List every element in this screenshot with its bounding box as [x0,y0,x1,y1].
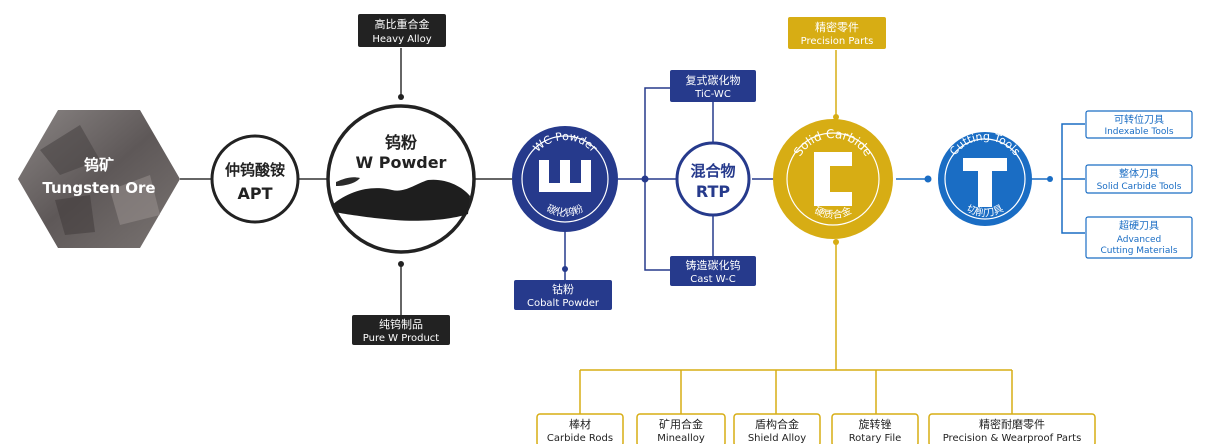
cast-wc-cn: 铸造碳化钨 [686,258,741,272]
solid-carbide-node: Solid Carbide 硬质合金 [773,119,893,239]
product-en: Rotary File [849,433,902,444]
solid-carbide-arc-bottom: 硬质合金 [813,204,854,222]
connector-dot [398,261,404,267]
cutting-tools-arc-bottom: 切削刀具 [965,202,1006,219]
w-powder-node: 钨粉 W Powder [326,104,476,254]
product-en: Minealloy [657,433,705,444]
junction-dot [641,175,649,183]
pure-w-product-box: 纯钨制品 Pure W Product [352,315,450,345]
rtp-label-cn: 混合物 [690,162,735,180]
connector-dot [833,114,839,120]
product-box-minealloy: 矿用合金 Minealloy [636,413,726,444]
tic-wc-cn: 复式碳化物 [686,73,741,87]
tool-type-cn: 整体刀具 [1119,167,1159,180]
product-box-rotary-file: 旋转锉 Rotary File [831,413,919,444]
connector-dot [924,175,932,183]
connector-dot [833,239,839,245]
wc-powder-node: WC Powder 碳化钨粉 [512,126,618,232]
connector-dot [1047,176,1053,182]
rtp-label-en: RTP [696,182,731,201]
connector-dot [562,266,568,272]
cobalt-en: Cobalt Powder [527,298,600,309]
tool-type-advanced: 超硬刀具 Advanced Cutting Materials [1085,216,1193,259]
product-cn: 精密耐磨零件 [979,417,1045,431]
w-powder-label-en: W Powder [356,153,447,172]
product-en: Carbide Rods [547,433,613,444]
cast-wc-en: Cast W-C [690,274,736,285]
heavy-alloy-en: Heavy Alloy [372,34,431,45]
product-box-shield-alloy: 盾构合金 Shield Alloy [733,413,821,444]
main-flow-lines [180,48,512,316]
tool-type-en: Indexable Tools [1104,127,1173,137]
tool-type-en2: Cutting Materials [1100,246,1177,256]
product-box-precision-wearproof: 精密耐磨零件 Precision & Wearproof Parts [928,413,1096,444]
apt-label-en: APT [237,184,272,203]
precision-parts-en: Precision Parts [801,36,874,47]
tool-type-cn: 可转位刀具 [1114,113,1164,126]
svg-text:碳化钨粉: 碳化钨粉 [545,202,586,220]
svg-text:切削刀具: 切削刀具 [965,202,1006,219]
tool-type-solid: 整体刀具 Solid Carbide Tools [1085,164,1193,194]
pure-w-cn: 纯钨制品 [379,318,423,331]
ore-label-en: Tungsten Ore [42,179,155,197]
heavy-alloy-box: 高比重合金 Heavy Alloy [358,14,446,47]
product-cn: 矿用合金 [659,417,703,431]
powder-pile-image [332,179,470,221]
product-cn: 盾构合金 [755,417,799,431]
cutting-tools-node: Cutting Tools 切削刀具 [938,130,1032,226]
tool-type-indexable: 可转位刀具 Indexable Tools [1085,110,1193,139]
tool-type-cn: 超硬刀具 [1119,219,1159,232]
blue-lines [896,123,1085,234]
ore-label-cn: 钨矿 [84,156,114,174]
w-powder-label-cn: 钨粉 [385,133,417,152]
gold-lines [579,50,1013,414]
tool-type-en: Solid Carbide Tools [1097,182,1182,192]
product-box-carbide-rods: 棒材 Carbide Rods [536,413,624,444]
precision-parts-box: 精密零件 Precision Parts [788,17,886,49]
cast-wc-box: 铸造碳化钨 Cast W-C [670,256,756,286]
svg-text:硬质合金: 硬质合金 [813,204,854,222]
product-en: Precision & Wearproof Parts [943,433,1082,444]
t-glyph-icon [963,158,1007,207]
tic-wc-en: TiC-WC [694,89,731,100]
cobalt-cn: 钴粉 [552,282,574,296]
heavy-alloy-cn: 高比重合金 [375,17,430,31]
tungsten-ore-node: 钨矿 Tungsten Ore [18,110,180,248]
rtp-node: 混合物 RTP [675,141,751,217]
tool-type-en: Advanced [1117,235,1161,245]
apt-label-cn: 仲钨酸铵 [225,161,285,179]
precision-parts-cn: 精密零件 [815,20,859,34]
connector-dot [398,94,404,100]
tic-wc-box: 复式碳化物 TiC-WC [670,70,756,102]
apt-node: 仲钨酸铵 APT [210,134,300,224]
product-en: Shield Alloy [748,433,806,444]
cobalt-powder-box: 钴粉 Cobalt Powder [514,280,612,310]
product-cn: 棒材 [569,417,591,431]
pure-w-en: Pure W Product [363,333,440,344]
product-cn: 旋转锉 [859,417,892,431]
wc-glyph-icon [539,160,591,192]
c-glyph-icon [814,152,852,206]
wc-arc-bottom: 碳化钨粉 [545,202,586,220]
